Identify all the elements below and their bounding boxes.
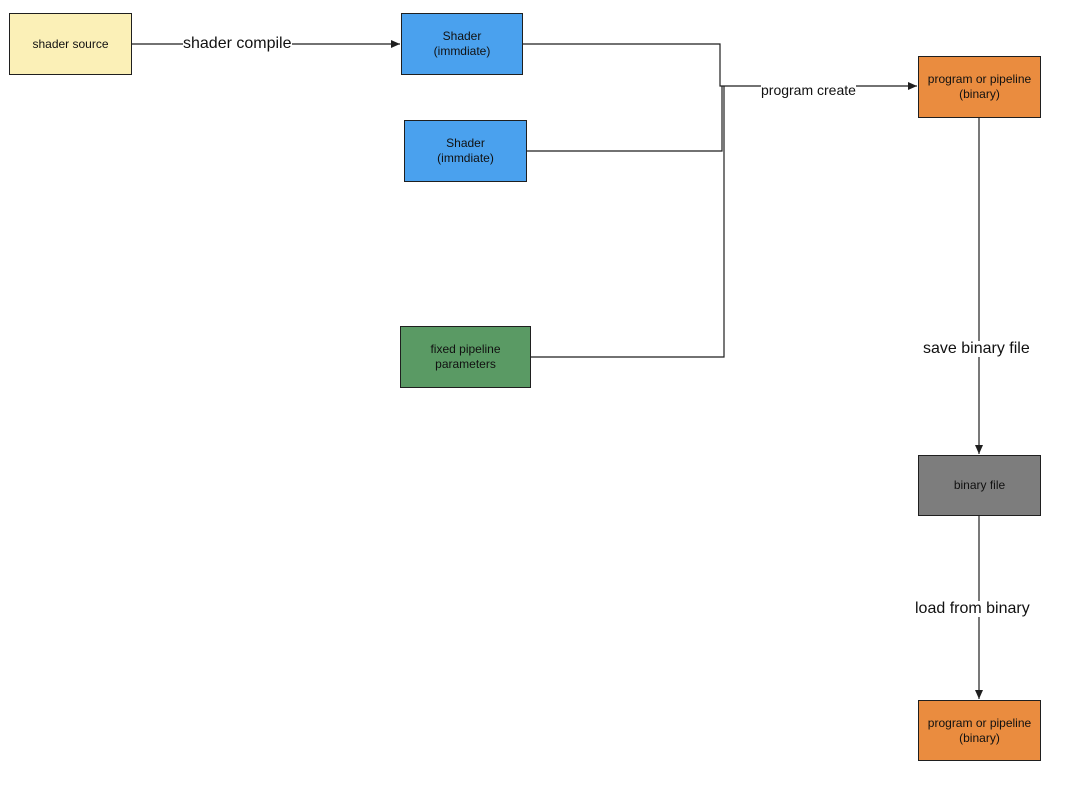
program-create-label: program create (761, 82, 856, 98)
node-sublabel: (immdiate) (433, 44, 491, 58)
node-sublabel: parameters (435, 357, 496, 371)
node-sublabel: (immdiate) (437, 151, 494, 165)
shader1-to-program-connector (523, 43, 917, 90)
program-pipeline-node-2: program or pipeline (binary) (918, 700, 1041, 761)
node-sublabel: (binary) (959, 730, 1000, 745)
node-label: program or pipeline (927, 715, 1032, 730)
program-pipeline-node-1: program or pipeline (binary) (918, 56, 1041, 118)
binary-file-node: binary file (918, 455, 1041, 516)
node-label: fixed pipeline (430, 342, 501, 356)
node-label: program or pipeline (927, 72, 1032, 86)
node-label: shader source (32, 36, 109, 51)
shader-compile-label: shader compile (183, 35, 292, 52)
node-label: Shader (442, 29, 482, 43)
shader-node-2: Shader (immdiate) (404, 120, 527, 182)
shader-source-node: shader source (9, 13, 132, 75)
fixed-pipeline-to-program-connector (531, 86, 725, 358)
load-from-binary-label: load from binary (915, 600, 1030, 617)
fixed-pipeline-node: fixed pipeline parameters (400, 326, 531, 388)
shader-node-1: Shader (immdiate) (401, 13, 523, 75)
save-binary-file-label: save binary file (923, 340, 1030, 357)
node-label: Shader (446, 136, 485, 150)
node-label: binary file (953, 478, 1006, 492)
node-sublabel: (binary) (959, 87, 1000, 101)
shader2-to-program-connector (527, 86, 723, 152)
